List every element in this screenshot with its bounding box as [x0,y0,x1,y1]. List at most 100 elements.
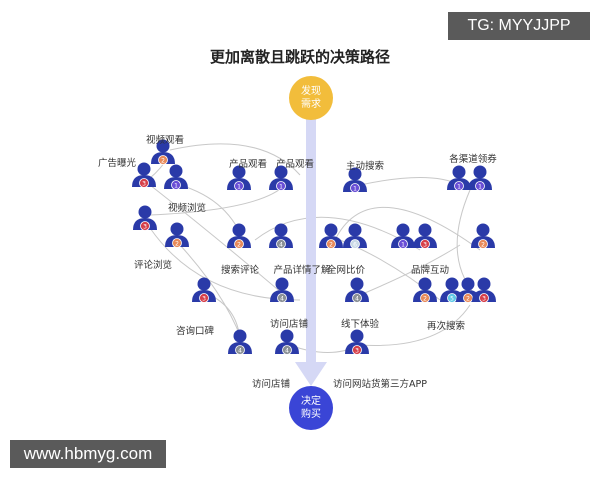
person-icon: 3 [192,277,216,303]
badge-icon [171,180,181,190]
badge-icon [276,181,286,191]
svg-text:2: 2 [329,242,333,249]
person-icon: 3 [132,162,156,188]
svg-text:4: 4 [285,348,289,355]
node-label: 搜索评论 [220,265,260,276]
person-node: 1 [467,164,493,196]
node-label: 广告曝光 [97,158,137,169]
start-node-label: 发现需求 [301,86,321,110]
svg-text:2: 2 [466,296,470,303]
person-node: 3 [132,204,158,236]
person-node: 1 [226,164,252,196]
person-icon: 2 [319,223,343,249]
person-node: 2 [150,138,176,170]
badge-icon [234,181,244,191]
node-label: 线下体验 [340,319,380,330]
person-icon: 1 [227,165,251,191]
badge-icon [479,293,489,303]
person-icon: 4 [270,277,294,303]
badge-icon [478,239,488,249]
person-icon: 2 [165,222,189,248]
svg-text:2: 2 [237,242,241,249]
svg-text:3: 3 [143,224,147,231]
person-node: 2 [470,222,496,254]
svg-text:1: 1 [279,184,283,191]
person-node: 2 [412,276,438,308]
person-icon: 4 [228,329,252,355]
badge-icon [234,239,244,249]
svg-text:1: 1 [478,184,482,191]
node-label: 产品观看 [275,159,315,170]
person-node: 4 [227,328,253,360]
person-node: 1 [342,166,368,198]
person-node: 2 [164,221,190,253]
end-node-label: 决定购买 [301,396,321,420]
flow-arrow-shaft [306,118,316,368]
node-label: 访问店铺 [269,319,309,330]
badge-icon [350,183,360,193]
svg-text:4: 4 [280,296,284,303]
person-node: 3 [471,276,497,308]
svg-text:2: 2 [161,158,165,165]
person-icon: 1 [164,164,188,190]
person-icon: 3 [413,223,437,249]
watermark-bottom: www.hbmyg.com [10,440,166,468]
node-label: 访问网站货第三方APP [333,379,427,390]
badge-icon [350,239,360,249]
svg-text:4: 4 [238,348,242,355]
person-icon: 2 [151,139,175,165]
person-icon: 3 [133,205,157,231]
badge-icon [199,293,209,303]
person-icon: 4 [275,329,299,355]
badge-icon [235,345,245,355]
svg-text:3: 3 [355,348,359,355]
svg-text:4: 4 [355,296,359,303]
person-node: 4 [268,222,294,254]
person-node: 1 [268,164,294,196]
person-node: 2 [226,222,252,254]
person-icon: 1 [343,167,367,193]
flow-arrow-head [295,362,327,386]
diagram-title: 更加离散且跳跃的决策路径 [209,48,390,66]
person-node: 4 [344,276,370,308]
node-label: 产品详情了解 [273,265,331,276]
person-node: 2 [318,222,344,254]
badge-icon [172,238,182,248]
person-node: 6 [342,222,368,254]
person-icon: 1 [269,165,293,191]
svg-text:6: 6 [353,242,357,249]
badge-icon [277,293,287,303]
person-icon: 4 [345,277,369,303]
person-icon: 3 [345,329,369,355]
svg-text:1: 1 [174,183,178,190]
badge-icon [326,239,336,249]
person-icon: 1 [447,165,471,191]
person-node: 3 [191,276,217,308]
person-node: 4 [274,328,300,360]
badge-icon [352,345,362,355]
person-node: 3 [131,161,157,193]
node-label: 各渠道领券 [449,154,497,165]
person-icon: 2 [471,223,495,249]
person-node: 3 [344,328,370,360]
badge-icon [282,345,292,355]
node-label: 访问店铺 [251,379,291,390]
person-node: 1 [390,222,416,254]
svg-text:4: 4 [279,242,283,249]
badge-icon [276,239,286,249]
person-icon: 4 [269,223,293,249]
person-icon: 1 [468,165,492,191]
svg-text:1: 1 [457,184,461,191]
person-node: 1 [163,163,189,195]
node-label: 全网比价 [326,265,366,276]
watermark-top: TG: MYYJJPP [448,12,590,40]
person-icon: 6 [343,223,367,249]
node-label: 视频浏览 [167,203,207,214]
svg-text:1: 1 [401,242,405,249]
badge-icon [475,181,485,191]
person-icon: 3 [472,277,496,303]
svg-text:2: 2 [423,296,427,303]
start-node-discover-need: 发现需求 [289,76,333,120]
person-icon: 2 [413,277,437,303]
badge-icon [139,178,149,188]
